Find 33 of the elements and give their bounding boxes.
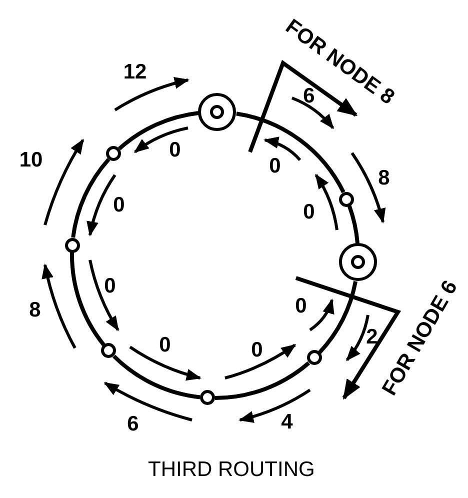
circle-node [64,238,80,253]
circle-node [101,343,116,358]
flow-label: 0 [113,194,125,216]
circle-node [200,390,216,406]
circle-node [339,192,354,207]
flow-label: 0 [269,156,281,176]
flow-label: 8 [29,300,41,320]
ring-link [318,280,358,354]
ring-link [118,110,199,150]
flow-label: 0 [169,140,181,160]
flow-label: 6 [303,86,315,106]
flow-label: 0 [104,276,116,296]
flow-label: 0 [251,340,263,360]
flow-label: 0 [303,202,315,222]
ring-link [112,354,200,400]
flow-label: 0 [159,334,171,356]
flow-label: 0 [295,296,307,316]
ring-link [71,158,110,238]
flow-label: 6 [127,414,139,434]
flow-label: 2 [366,326,378,348]
ring-link [236,112,346,194]
ring-link [347,205,360,244]
ring-link [214,361,310,400]
circle-node [306,350,322,366]
double-circle-node [338,243,377,282]
flow-label: 10 [19,150,43,170]
ring-link [70,252,106,346]
flow-label: 4 [281,412,293,432]
double-circle-node [198,93,236,132]
caption: THIRD ROUTING [148,458,315,482]
flow-label: 12 [123,62,147,82]
flow-label: 8 [378,168,390,188]
circle-node [106,146,122,162]
